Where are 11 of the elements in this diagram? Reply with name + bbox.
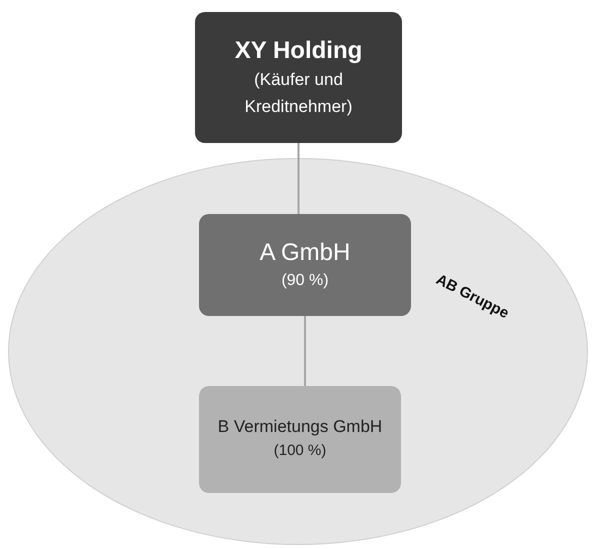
company-name: B Vermietungs GmbH: [216, 416, 384, 438]
holding-box: [195, 12, 402, 143]
company-name: XY Holding: [234, 36, 364, 66]
company-note: (90 %): [280, 270, 330, 291]
company-note: (Käufer und Kreditnehmer): [244, 68, 354, 118]
company-box: [199, 386, 401, 493]
company-note: (100 %): [272, 440, 328, 461]
company-box: [199, 214, 411, 316]
connector-line: [304, 316, 306, 386]
connector-line: [298, 143, 300, 214]
company-name: A GmbH: [258, 238, 352, 268]
